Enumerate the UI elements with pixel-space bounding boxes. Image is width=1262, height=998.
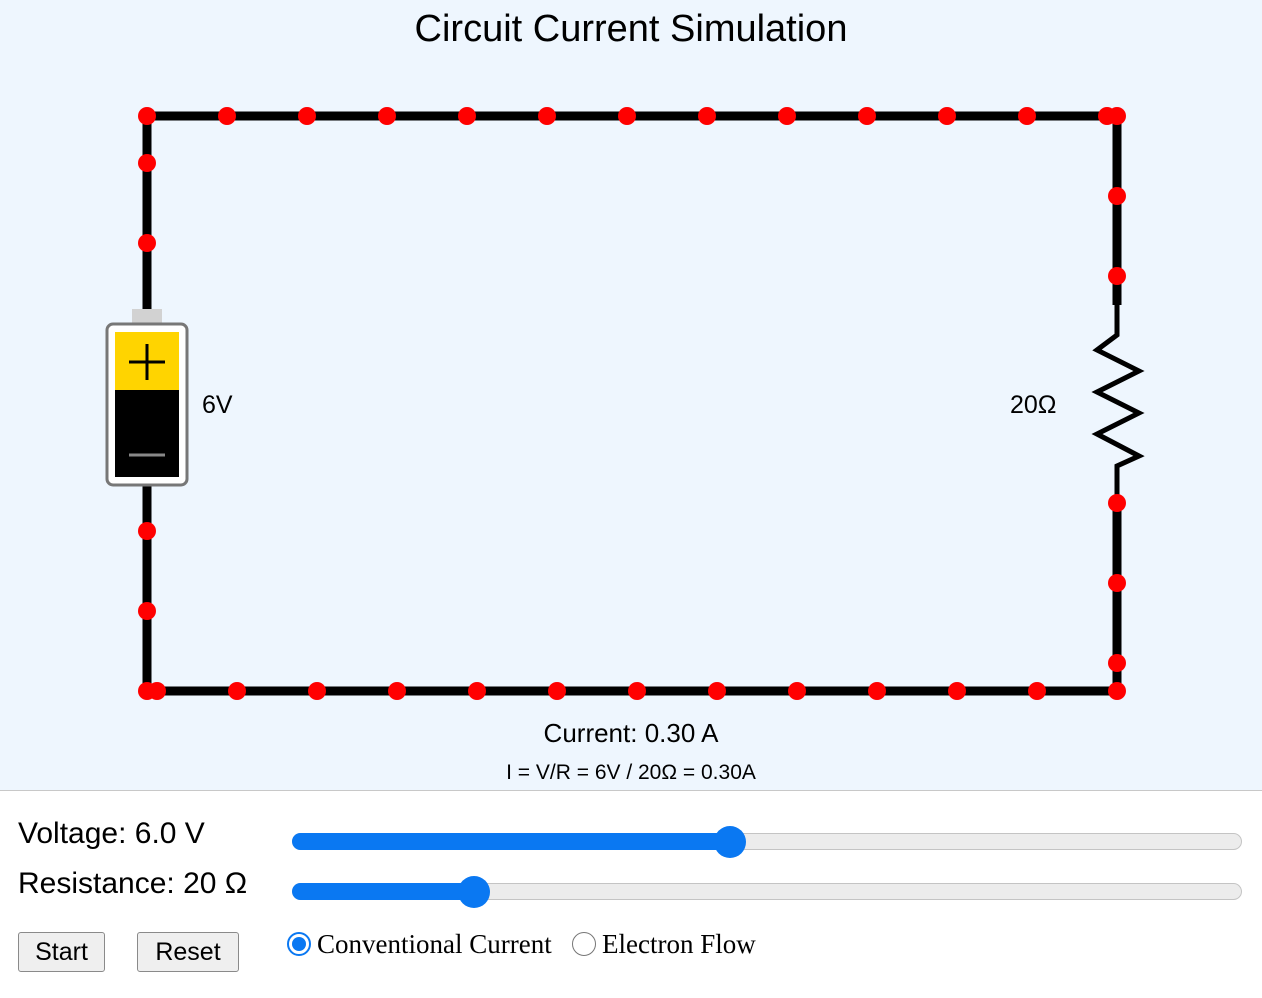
resistance-slider[interactable] (292, 876, 1242, 908)
charge-dot (538, 107, 556, 125)
charge-dot (548, 682, 566, 700)
charge-dot (1018, 107, 1036, 125)
charge-particles (138, 107, 1126, 700)
charge-dot (138, 107, 156, 125)
charge-dot (218, 107, 236, 125)
radio-button-selected[interactable] (287, 932, 311, 956)
charge-dot (308, 682, 326, 700)
simulation-area: Circuit Current Simulation 6V 20Ω Curren… (0, 0, 1262, 791)
charge-dot (938, 107, 956, 125)
electron-flow-radio[interactable]: Electron Flow (572, 929, 756, 959)
charge-dot (138, 682, 156, 700)
charge-dot (1108, 494, 1126, 512)
electron-flow-label[interactable]: Electron Flow (602, 928, 756, 959)
resistance-label: Resistance: 20 Ω (18, 867, 248, 900)
charge-dot (138, 602, 156, 620)
charge-dot (468, 682, 486, 700)
charge-dot (868, 682, 886, 700)
charge-dot (708, 682, 726, 700)
charge-dot (1108, 682, 1126, 700)
reset-button[interactable]: Reset (137, 932, 239, 972)
slider-thumb[interactable] (457, 876, 490, 908)
page-title: Circuit Current Simulation (414, 8, 848, 50)
charge-dot (138, 234, 156, 252)
charge-dot (138, 522, 156, 540)
slider-thumb[interactable] (713, 826, 746, 858)
charge-dot (138, 154, 156, 172)
charge-dot (1108, 187, 1126, 205)
circuit-wire (142, 111, 1122, 696)
slider-fill (292, 833, 730, 850)
charge-dot (698, 107, 716, 125)
start-button[interactable]: Start (18, 932, 105, 972)
charge-dot (458, 107, 476, 125)
current-readout: Current: 0.30 A (543, 718, 719, 748)
charge-dot (1108, 107, 1126, 125)
charge-dot (778, 107, 796, 125)
charge-dot (1108, 574, 1126, 592)
charge-dot (948, 682, 966, 700)
charge-dot (858, 107, 876, 125)
charge-dot (1028, 682, 1046, 700)
slider-fill (292, 883, 474, 900)
charge-dot (228, 682, 246, 700)
battery-negative-half (115, 390, 179, 477)
charge-dot (378, 107, 396, 125)
battery (105, 309, 189, 487)
conventional-current-radio[interactable]: Conventional Current (287, 929, 552, 959)
battery-terminal (132, 309, 162, 325)
voltage-label: Voltage: 6.0 V (18, 817, 205, 850)
plus-icon (129, 344, 165, 380)
conventional-current-label[interactable]: Conventional Current (317, 928, 552, 959)
charge-dot (388, 682, 406, 700)
battery-voltage-label: 6V (202, 391, 233, 419)
radio-button-unselected[interactable] (572, 932, 596, 956)
circuit-diagram: 6V 20Ω (105, 107, 1145, 700)
voltage-slider[interactable] (292, 826, 1242, 858)
ohms-law-formula: I = V/R = 6V / 20Ω = 0.30A (506, 761, 756, 784)
charge-dot (618, 107, 636, 125)
charge-dot (298, 107, 316, 125)
charge-dot (788, 682, 806, 700)
charge-dot (1108, 654, 1126, 672)
resistor-symbol (1091, 305, 1145, 498)
charge-dot (1108, 267, 1126, 285)
resistor-label: 20Ω (1010, 391, 1057, 419)
charge-dot (628, 682, 646, 700)
